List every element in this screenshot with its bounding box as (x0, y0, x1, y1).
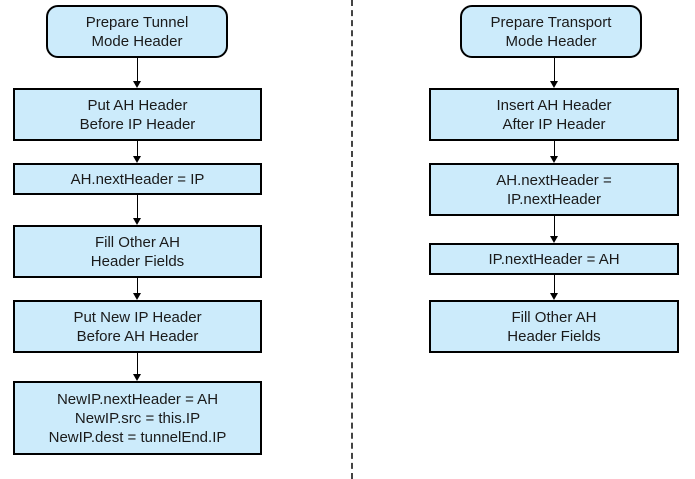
flow-connector-tunnel-step-2-to-tunnel-step-3 (137, 195, 138, 219)
arrowhead-icon (550, 156, 559, 163)
flow-connector-tunnel-step-4-to-tunnel-step-5 (137, 353, 138, 375)
flow-node-transport-step-4[interactable]: Fill Other AH Header Fields (429, 300, 679, 353)
flow-node-transport-start[interactable]: Prepare Transport Mode Header (460, 5, 642, 58)
flow-connector-tunnel-start-to-tunnel-step-1 (137, 58, 138, 82)
flow-node-label: AH.nextHeader = IP (70, 170, 205, 188)
flow-node-transport-step-2[interactable]: AH.nextHeader = IP.nextHeader (429, 163, 679, 216)
flow-node-label: Prepare Transport Mode Header (490, 13, 612, 50)
arrowhead-icon (133, 374, 142, 381)
flow-node-label: AH.nextHeader = IP.nextHeader (496, 171, 612, 208)
flow-node-label: NewIP.nextHeader = AH NewIP.src = this.I… (48, 390, 227, 446)
arrowhead-icon (550, 293, 559, 300)
flow-node-label: Put AH Header Before IP Header (79, 96, 196, 133)
flow-node-transport-step-1[interactable]: Insert AH Header After IP Header (429, 88, 679, 141)
flow-connector-transport-start-to-transport-step-1 (554, 58, 555, 82)
flow-node-tunnel-step-5[interactable]: NewIP.nextHeader = AH NewIP.src = this.I… (13, 381, 262, 455)
flow-node-tunnel-step-1[interactable]: Put AH Header Before IP Header (13, 88, 262, 141)
arrowhead-icon (550, 81, 559, 88)
flow-connector-tunnel-step-1-to-tunnel-step-2 (137, 141, 138, 157)
arrowhead-icon (550, 236, 559, 243)
flow-node-tunnel-step-4[interactable]: Put New IP Header Before AH Header (13, 300, 262, 353)
flow-node-label: IP.nextHeader = AH (488, 250, 620, 268)
flow-connector-transport-step-2-to-transport-step-3 (554, 216, 555, 237)
arrowhead-icon (133, 81, 142, 88)
flow-node-label: Fill Other AH Header Fields (90, 233, 185, 270)
flow-node-tunnel-step-3[interactable]: Fill Other AH Header Fields (13, 225, 262, 278)
arrowhead-icon (133, 218, 142, 225)
arrowhead-icon (133, 293, 142, 300)
flow-connector-tunnel-step-3-to-tunnel-step-4 (137, 278, 138, 294)
flow-node-label: Fill Other AH Header Fields (507, 308, 601, 345)
arrowhead-icon (133, 156, 142, 163)
flow-node-tunnel-start[interactable]: Prepare Tunnel Mode Header (46, 5, 228, 58)
flow-node-tunnel-step-2[interactable]: AH.nextHeader = IP (13, 163, 262, 195)
flow-node-label: Put New IP Header Before AH Header (73, 308, 202, 345)
flow-node-transport-step-3[interactable]: IP.nextHeader = AH (429, 243, 679, 275)
flow-node-label: Insert AH Header After IP Header (496, 96, 612, 133)
vertical-dashed-divider (351, 0, 353, 479)
flow-connector-transport-step-3-to-transport-step-4 (554, 275, 555, 294)
flow-node-label: Prepare Tunnel Mode Header (85, 13, 189, 50)
flow-connector-transport-step-1-to-transport-step-2 (554, 141, 555, 157)
